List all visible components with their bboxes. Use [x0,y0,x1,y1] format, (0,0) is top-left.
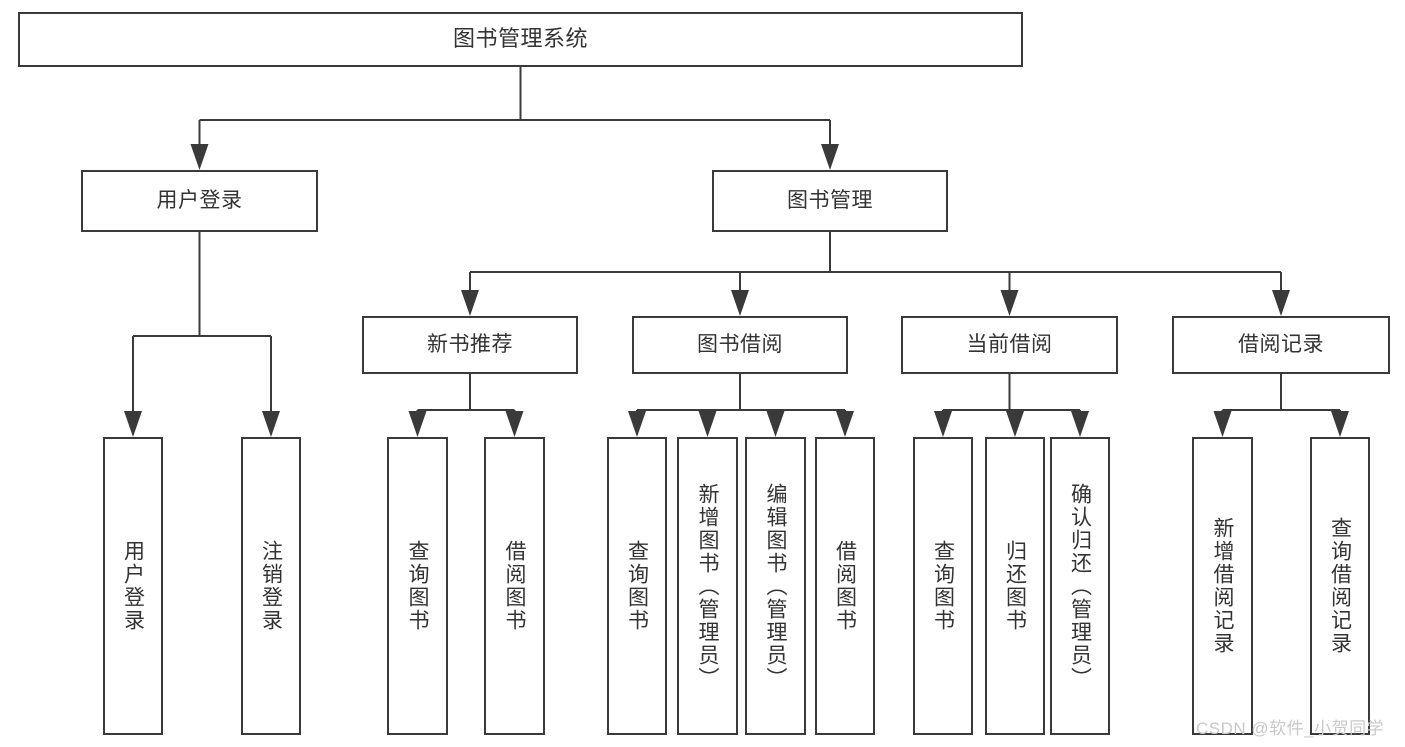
arrow-leaf_1 [262,411,280,437]
arrow-leaf_10 [1071,411,1089,437]
node-leaf_11[interactable]: 新增借阅记录 [1192,437,1253,735]
node-label: 借阅记录 [1238,333,1324,357]
arrow-l2_1 [731,290,749,316]
arrow-leaf_0 [124,411,142,437]
node-label: 图书管理系统 [452,26,588,52]
node-label: 借阅图书 [833,540,857,632]
arrow-leaf_5 [698,411,717,437]
node-label: 借阅图书 [503,540,526,632]
node-leaf_6[interactable]: 编辑图书（管理员） [745,437,806,735]
node-leaf_10[interactable]: 确认归还（管理员） [1050,437,1110,735]
arrow-leaf_12 [1331,411,1349,437]
node-l2_1[interactable]: 图书借阅 [632,316,848,374]
node-label: 图书借阅 [697,333,783,357]
arrow-leaf_6 [766,411,785,437]
node-label: 查询借阅记录 [1328,517,1352,655]
node-l2_0[interactable]: 新书推荐 [362,316,578,374]
node-label: 确认归还（管理员） [1068,482,1092,690]
arrow-leaf_3 [505,411,524,437]
node-label: 查询图书 [625,540,649,632]
node-label: 注销登录 [259,540,283,632]
node-label: 归还图书 [1003,540,1027,632]
arrow-l2_3 [1272,290,1290,316]
node-label: 新书推荐 [427,333,513,357]
arrow-leaf_2 [408,411,427,437]
arrow-leaf_9 [1006,411,1024,437]
node-leaf_5[interactable]: 新增图书（管理员） [677,437,738,735]
arrow-leaf_7 [836,411,854,437]
node-leaf_7[interactable]: 借阅图书 [815,437,875,735]
node-l1_1[interactable]: 图书管理 [712,170,948,232]
arrow-l1_0 [190,144,209,170]
node-leaf_0[interactable]: 用户登录 [103,437,163,735]
node-l2_2[interactable]: 当前借阅 [901,316,1118,374]
node-l2_3[interactable]: 借阅记录 [1172,316,1390,374]
arrow-l2_0 [461,290,479,316]
node-label: 新增图书（管理员） [696,482,719,690]
node-label: 查询图书 [406,540,429,632]
node-leaf_8[interactable]: 查询图书 [913,437,973,735]
node-label: 当前借阅 [966,333,1053,357]
csdn-watermark: CSDN @软件_小贺同学 [1196,719,1385,738]
node-label: 查询图书 [931,540,955,632]
node-label: 图书管理 [787,189,873,213]
node-leaf_4[interactable]: 查询图书 [607,437,667,735]
arrow-leaf_8 [934,411,952,437]
node-root[interactable]: 图书管理系统 [18,12,1023,67]
node-leaf_12[interactable]: 查询借阅记录 [1310,437,1370,735]
node-leaf_9[interactable]: 归还图书 [985,437,1045,735]
node-label: 用户登录 [121,540,145,632]
node-leaf_1[interactable]: 注销登录 [241,437,301,735]
node-label: 用户登录 [156,189,243,213]
node-l1_0[interactable]: 用户登录 [81,170,318,232]
arrow-leaf_4 [628,411,646,437]
node-leaf_3[interactable]: 借阅图书 [484,437,545,735]
arrow-leaf_11 [1213,411,1232,437]
arrow-l2_2 [1000,290,1019,316]
node-label: 新增借阅记录 [1211,517,1234,655]
arrow-l1_1 [821,144,839,170]
node-leaf_2[interactable]: 查询图书 [387,437,448,735]
node-label: 编辑图书（管理员） [764,482,787,690]
